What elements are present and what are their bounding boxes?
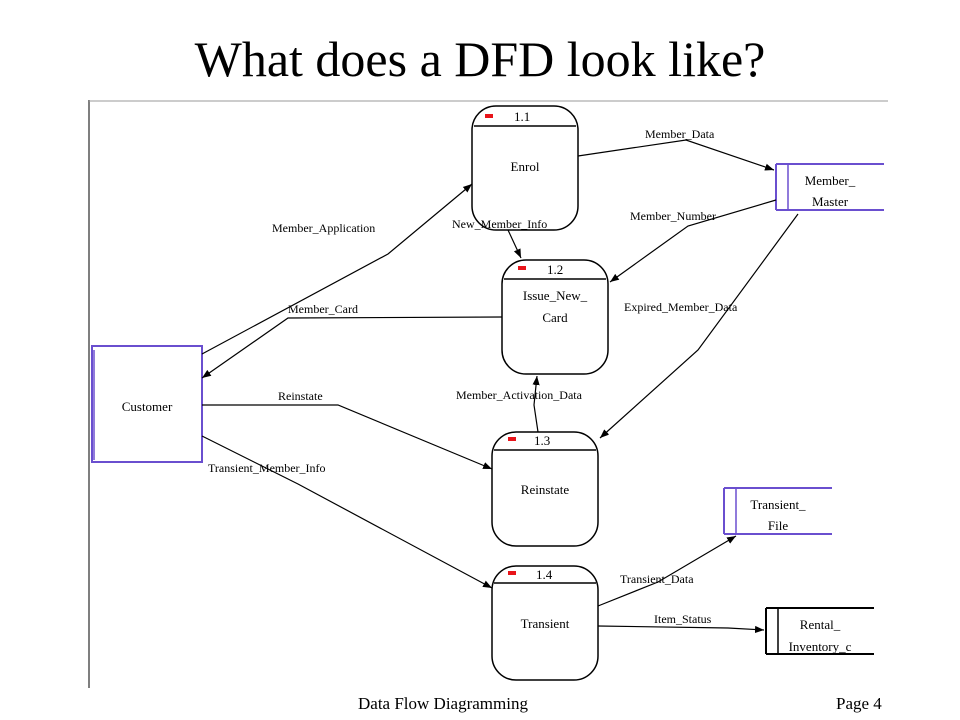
flow-member-data-line xyxy=(577,139,775,171)
flow-member-number-label: Member_Number xyxy=(630,209,716,223)
flow-reinstate-line xyxy=(202,404,493,470)
flow-transient-data-label: Transient_Data xyxy=(620,572,694,586)
flow-item-status-line xyxy=(597,625,765,634)
flow-member-number-line xyxy=(609,199,777,283)
flow-expired-member-data-line xyxy=(599,213,799,439)
flow-expired-member-data-label: Expired_Member_Data xyxy=(624,300,738,314)
flow-transient-member-info-label: Transient_Member_Info xyxy=(208,461,326,475)
flow-member-application-label: Member_Application xyxy=(272,221,375,235)
flow-reinstate-label: Reinstate xyxy=(278,389,323,403)
flow-member-application-line xyxy=(201,183,473,355)
entity-customer[interactable]: Customer xyxy=(91,345,203,463)
process-1-2[interactable]: 1.2 Issue_New_ Card xyxy=(501,259,609,375)
store-transient-file-line1: Transient_ xyxy=(750,497,806,512)
process-1-4-marker xyxy=(508,571,516,575)
dfd-canvas: Customer 1.1 Enrol 1.2 Issue_New_ Card 1… xyxy=(88,100,888,688)
flow-member-activation-data-line xyxy=(532,375,540,433)
store-rental-inventory-line1: Rental_ xyxy=(800,617,841,632)
flow-member-card-label: Member_Card xyxy=(288,302,358,316)
flow-member-data-label: Member_Data xyxy=(645,127,715,141)
flow-new-member-info-line xyxy=(507,229,522,259)
footer-title: Data Flow Diagramming xyxy=(358,694,528,713)
process-1-2-label-line1: Issue_New_ xyxy=(523,288,588,303)
dfd-diagram: Customer 1.1 Enrol 1.2 Issue_New_ Card 1… xyxy=(88,100,888,688)
process-1-4[interactable]: 1.4 Transient xyxy=(491,565,599,681)
process-1-2-marker xyxy=(518,266,526,270)
store-transient-file-line2: File xyxy=(768,518,788,533)
process-1-3-label: Reinstate xyxy=(521,482,570,497)
store-member-master-line2: Master xyxy=(812,194,849,209)
process-1-1-number: 1.1 xyxy=(514,109,530,124)
process-1-4-label: Transient xyxy=(521,616,570,631)
process-1-3-marker xyxy=(508,437,516,441)
process-1-1[interactable]: 1.1 Enrol xyxy=(471,105,579,231)
entity-customer-label: Customer xyxy=(122,399,173,414)
process-1-2-number: 1.2 xyxy=(547,262,563,277)
slide-title: What does a DFD look like? xyxy=(194,31,766,87)
store-member-master[interactable]: Member_ Master xyxy=(775,163,884,211)
store-member-master-line1: Member_ xyxy=(805,173,856,188)
store-transient-file[interactable]: Transient_ File xyxy=(723,487,832,535)
flow-transient-member-info-line xyxy=(201,435,493,589)
store-rental-inventory[interactable]: Rental_ Inventory_c xyxy=(765,607,874,655)
flow-item-status-label: Item_Status xyxy=(654,612,712,626)
store-rental-inventory-line2: Inventory_c xyxy=(789,639,852,654)
flow-new-member-info-label: New_Member_Info xyxy=(452,217,547,231)
process-1-3-number: 1.3 xyxy=(534,433,550,448)
flow-transient-data-line xyxy=(597,535,737,607)
process-1-2-label-line2: Card xyxy=(542,310,568,325)
process-1-1-marker xyxy=(485,114,493,118)
process-1-3[interactable]: 1.3 Reinstate xyxy=(491,431,599,547)
footer-page-number: Page 4 xyxy=(836,694,882,713)
process-1-1-label: Enrol xyxy=(511,159,540,174)
flow-member-activation-data-label: Member_Activation_Data xyxy=(456,388,583,402)
process-1-4-number: 1.4 xyxy=(536,567,553,582)
flow-member-card-line xyxy=(201,316,503,379)
